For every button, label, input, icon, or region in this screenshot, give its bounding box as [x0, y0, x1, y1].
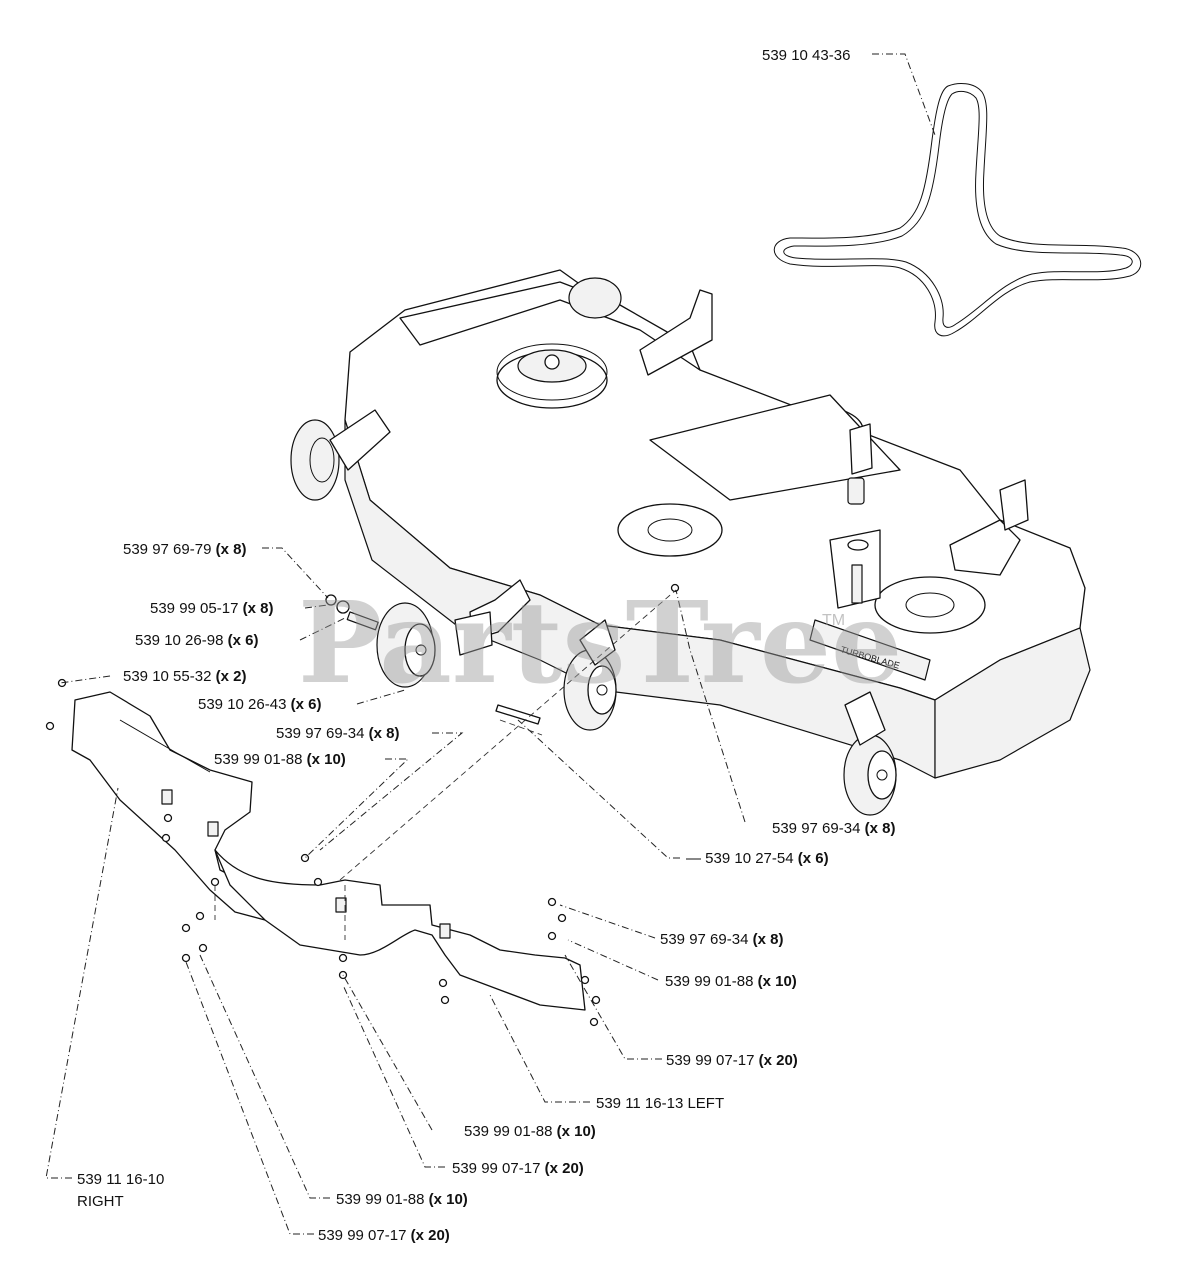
callout-baffle-right: 539 11 16-10	[77, 1171, 164, 1188]
callout-washer-99-01-88-right: 539 99 01-88 (x 10)	[336, 1191, 468, 1208]
callout-washer-99-05-17: 539 99 05-17 (x 8)	[150, 600, 273, 617]
leader-lines	[45, 53, 936, 1235]
callout-baffle-left: 539 11 16-13 LEFT	[596, 1095, 724, 1112]
baffle-right	[71, 691, 266, 921]
drive-belt	[773, 83, 1142, 337]
callout-wheel-10-26-43: 539 10 26-43 (x 6)	[198, 696, 321, 713]
callout-nut-97-69-34-deck: 539 97 69-34 (x 8)	[772, 820, 895, 837]
callout-screw-99-07-17-right: 539 99 07-17 (x 20)	[318, 1227, 450, 1244]
callout-belt: 539 10 43-36	[762, 47, 850, 64]
callout-washer-99-01-88-center: 539 99 01-88 (x 10)	[464, 1123, 596, 1140]
callout-nut-97-69-34-left: 539 97 69-34 (x 8)	[660, 931, 783, 948]
callout-baffle-right-side: RIGHT	[77, 1193, 124, 1210]
watermark: PartsTree TM	[298, 578, 902, 709]
callout-labels: 539 10 43-36 539 97 69-79 (x 8) 539 99 0…	[77, 47, 895, 1244]
callout-bolt-10-55-32: 539 10 55-32 (x 2)	[123, 668, 246, 685]
mower-deck: TURBOBLADE	[290, 269, 1091, 816]
baffle-center	[214, 849, 586, 1011]
callout-washer-97-69-79: 539 97 69-79 (x 8)	[123, 541, 246, 558]
callout-screw-99-07-17-left: 539 99 07-17 (x 20)	[666, 1052, 798, 1069]
watermark-tm: TM	[822, 612, 845, 629]
hardware-bolts	[45, 583, 680, 1027]
callout-nut-97-69-34-upper: 539 97 69-34 (x 8)	[276, 725, 399, 742]
gauge-wheel	[325, 594, 541, 725]
watermark-text: PartsTree	[298, 578, 902, 709]
callout-spacer-10-26-98: 539 10 26-98 (x 6)	[135, 632, 258, 649]
callout-bolt-10-27-54: — 539 10 27-54 (x 6)	[686, 850, 829, 867]
callout-washer-99-01-88-left: 539 99 01-88 (x 10)	[665, 973, 797, 990]
callout-screw-99-07-17-center: 539 99 07-17 (x 20)	[452, 1160, 584, 1177]
callout-washer-99-01-88-upper: 539 99 01-88 (x 10)	[214, 751, 346, 768]
